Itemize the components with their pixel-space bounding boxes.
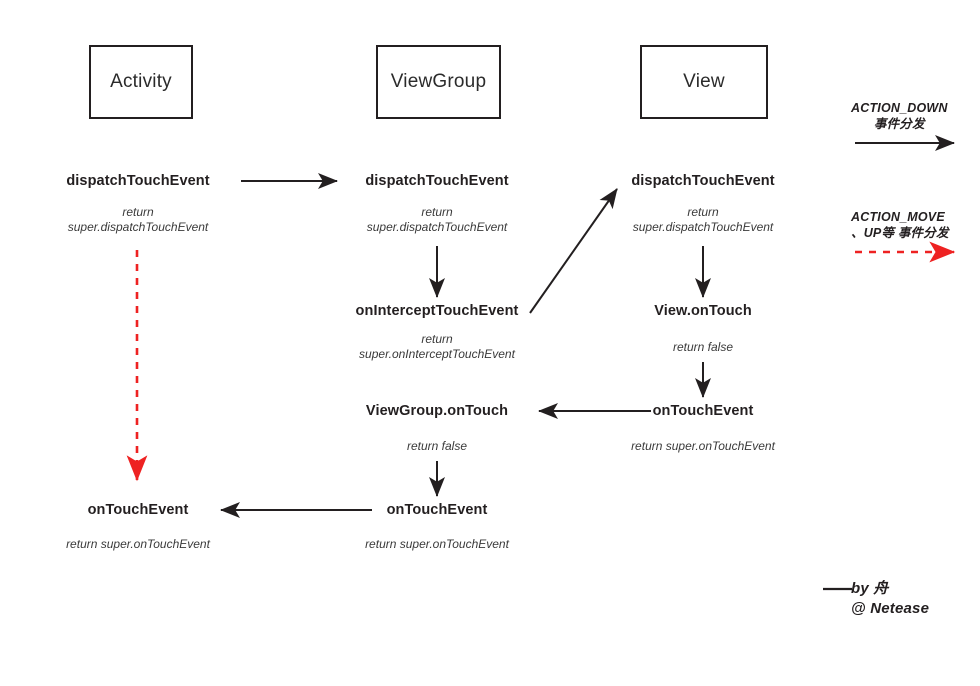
return-viewgroup-intercept-line2: super.onInterceptTouchEvent [359,347,515,361]
node-box-view[interactable]: View [640,45,768,119]
method-viewgroup-on-touch-event[interactable]: onTouchEvent [386,502,488,518]
return-view-on-touch-event: return super.onTouchEvent [631,439,775,453]
legend-action-down-line1: ACTION_DOWN [851,101,948,115]
signature-author: by 舟 @ Netease [851,579,929,619]
return-activity-on-touch-event: return super.onTouchEvent [66,537,210,551]
method-viewgroup-on-touch[interactable]: ViewGroup.onTouch [365,403,509,419]
return-viewgroup-dispatch-line1: return [421,205,453,219]
signature-line2: @ Netease [851,600,930,617]
legend-action-move-up-line2: 、UP等 事件分发 [851,226,949,240]
method-activity-dispatch-touch-event[interactable]: dispatchTouchEvent [66,173,210,189]
method-activity-on-touch-event[interactable]: onTouchEvent [87,502,189,518]
node-box-activity[interactable]: Activity [89,45,193,119]
method-view-dispatch-touch-event[interactable]: dispatchTouchEvent [631,173,775,189]
node-box-viewgroup[interactable]: ViewGroup [376,45,501,119]
node-box-viewgroup-label: ViewGroup [390,71,487,92]
legend-action-down: ACTION_DOWN 事件分发 [851,100,948,132]
return-activity-dispatch-line2: super.dispatchTouchEvent [67,220,209,234]
legend-action-move-up: ACTION_MOVE 、UP等 事件分发 [851,209,949,241]
method-viewgroup-dispatch-touch-event[interactable]: dispatchTouchEvent [365,173,509,189]
method-view-on-touch-event[interactable]: onTouchEvent [652,403,754,419]
return-viewgroup-dispatch-line2: super.dispatchTouchEvent [366,220,508,234]
return-view-dispatch-line1: return [687,205,719,219]
node-box-activity-label: Activity [110,71,172,92]
return-viewgroup-intercept-line1: return [421,332,453,346]
legend-action-move-up-line1: ACTION_MOVE [851,210,945,224]
arrow-intercept-to-view-dispatch [529,188,618,314]
signature-line1: by 舟 [851,580,889,597]
return-activity-dispatch-line1: return [122,205,154,219]
return-view-dispatch-line2: super.dispatchTouchEvent [632,220,774,234]
legend-action-down-line2: 事件分发 [873,117,925,131]
return-viewgroup-on-touch-event: return super.onTouchEvent [365,537,509,551]
return-viewgroup-on-touch: return false [406,439,468,453]
method-viewgroup-on-intercept-touch-event[interactable]: onInterceptTouchEvent [355,303,519,319]
node-box-view-label: View [683,71,725,92]
return-view-on-touch: return false [672,340,734,354]
method-view-on-touch[interactable]: View.onTouch [654,303,752,319]
